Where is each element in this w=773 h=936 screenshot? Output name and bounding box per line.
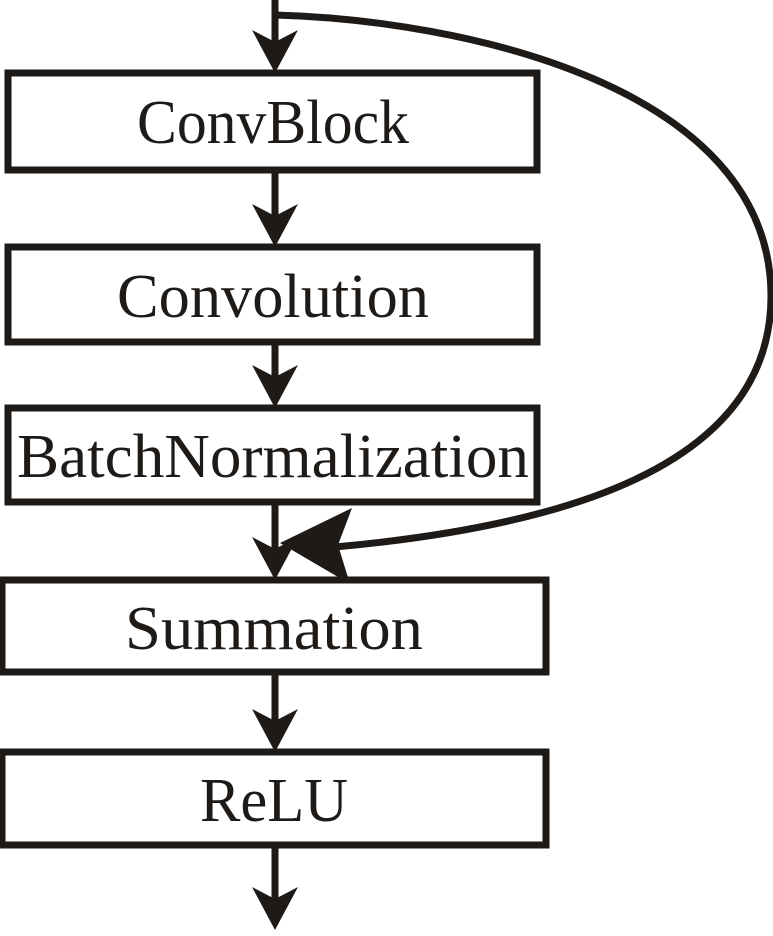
node-relu-label: ReLU <box>200 767 348 835</box>
node-batchnormalization-label: BatchNormalization <box>17 423 529 491</box>
arrowhead-output-icon <box>252 887 298 930</box>
node-summation-label: Summation <box>125 595 423 663</box>
node-summation-box <box>0 576 550 676</box>
node-batchnormalization-box <box>4 404 541 506</box>
node-convolution-box <box>4 243 541 346</box>
node-convblock-label: ConvBlock <box>137 89 409 157</box>
node-convblock-box <box>4 69 541 174</box>
arrowhead-into-summation-icon <box>252 537 298 580</box>
arrowhead-into-batchnormalization-icon <box>252 365 298 408</box>
node-convolution: Convolution <box>4 243 541 346</box>
node-summation: Summation <box>0 576 550 676</box>
node-convblock: ConvBlock <box>4 69 541 174</box>
arrowhead-into-relu-icon <box>252 709 298 752</box>
skip-connection-arrowhead-icon <box>280 508 352 584</box>
node-relu-box <box>0 748 550 849</box>
node-relu: ReLU <box>0 748 550 849</box>
node-convolution-label: Convolution <box>117 263 429 331</box>
arrowhead-into-convolution-icon <box>252 204 298 247</box>
arrowhead-into-convblock-icon <box>252 30 298 73</box>
node-batchnormalization: BatchNormalization <box>4 404 541 506</box>
skip-connection-curve <box>274 11 773 551</box>
